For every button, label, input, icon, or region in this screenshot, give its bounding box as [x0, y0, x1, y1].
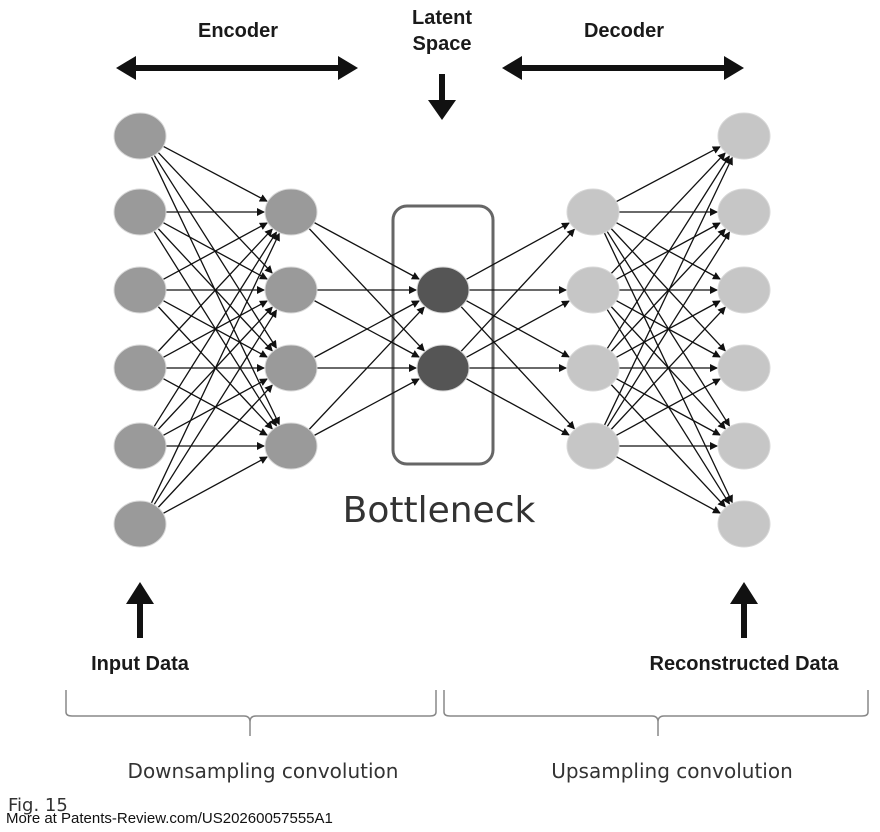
reconstructed-data-label: Reconstructed Data [650, 653, 840, 675]
connection-decoder-hidden-layer-3-to-1 [606, 231, 730, 428]
network-nodes [113, 112, 771, 548]
encoder-hidden-layer-node-2 [264, 266, 318, 314]
connection-decoder-hidden-layer-1-to-1 [615, 222, 721, 280]
output-layer-node-2 [717, 188, 771, 236]
connection-decoder-hidden-layer-0-to-0 [615, 146, 721, 203]
connection-input-layer-5-to-0 [150, 232, 280, 504]
output-layer-node-5 [717, 422, 771, 470]
bottleneck-box [391, 204, 495, 466]
encoder-label: Encoder [198, 20, 278, 42]
latent-space-label-line1: Latent [412, 7, 472, 29]
latent-space-label-line2: Space [413, 33, 472, 55]
downsampling-brace [65, 690, 437, 736]
connection-input-layer-2-to-0 [162, 222, 268, 280]
decoder-hidden-layer-node-4 [566, 422, 620, 470]
upsampling-brace [443, 690, 869, 736]
output-layer-node-1 [717, 112, 771, 160]
input-layer-node-6 [113, 500, 167, 548]
connection-latent-layer-1-to-3 [465, 378, 570, 436]
connection-encoder-hidden-layer-0-to-0 [313, 221, 420, 280]
input-layer-node-4 [113, 344, 167, 392]
latent-down-arrow [428, 74, 456, 120]
input-layer-node-5 [113, 422, 167, 470]
connection-decoder-hidden-layer-1-to-0 [610, 152, 726, 275]
connection-decoder-hidden-layer-3-to-0 [603, 156, 733, 426]
connection-decoder-hidden-layer-3-to-5 [615, 456, 721, 514]
downsampling-label: Downsampling convolution [128, 759, 399, 783]
connection-decoder-hidden-layer-3-to-3 [615, 378, 721, 436]
connection-input-layer-4-to-0 [153, 231, 277, 428]
connection-latent-layer-0-to-0 [465, 222, 570, 280]
source-text: More at Patents-Review.com/US20260057555… [6, 810, 333, 827]
decoder-hidden-layer-node-1 [566, 188, 620, 236]
connection-input-layer-3-to-0 [157, 228, 273, 352]
bottleneck-label: Bottleneck [343, 490, 536, 531]
decoder-hidden-layer-node-2 [566, 266, 620, 314]
output-up-arrow [730, 582, 758, 638]
encoder-hidden-layer-node-4 [264, 422, 318, 470]
output-layer-node-3 [717, 266, 771, 314]
connection-encoder-hidden-layer-3-to-0 [308, 306, 425, 430]
connection-latent-layer-1-to-1 [465, 300, 570, 358]
connection-input-layer-0-to-0 [162, 145, 268, 202]
upsampling-label: Upsampling convolution [551, 759, 793, 783]
connection-latent-layer-1-to-0 [460, 228, 575, 352]
connection-encoder-hidden-layer-2-to-0 [313, 300, 420, 359]
input-up-arrow [126, 582, 154, 638]
connection-decoder-hidden-layer-3-to-2 [610, 306, 726, 430]
decoder-hidden-layer-node-3 [566, 344, 620, 392]
input-layer-node-3 [113, 266, 167, 314]
figure-label: Fig. 15 [8, 795, 68, 816]
encoder-hidden-layer-node-3 [264, 344, 318, 392]
network-connections [150, 145, 733, 514]
connection-input-layer-5-to-3 [162, 456, 268, 514]
connection-input-layer-5-to-2 [157, 384, 273, 508]
connection-encoder-hidden-layer-3-to-1 [313, 378, 420, 437]
decoder-label: Decoder [584, 20, 664, 42]
output-layer-node-4 [717, 344, 771, 392]
latent-layer-node-1 [416, 266, 470, 314]
latent-layer-node-2 [416, 344, 470, 392]
output-layer-node-6 [717, 500, 771, 548]
connection-decoder-hidden-layer-2-to-0 [606, 155, 730, 350]
input-layer-node-2 [113, 188, 167, 236]
input-data-label: Input Data [91, 653, 190, 675]
decoder-double-arrow [502, 56, 744, 80]
input-layer-node-1 [113, 112, 167, 160]
encoder-double-arrow [116, 56, 358, 80]
encoder-hidden-layer-node-1 [264, 188, 318, 236]
connection-input-layer-5-to-1 [153, 309, 277, 506]
